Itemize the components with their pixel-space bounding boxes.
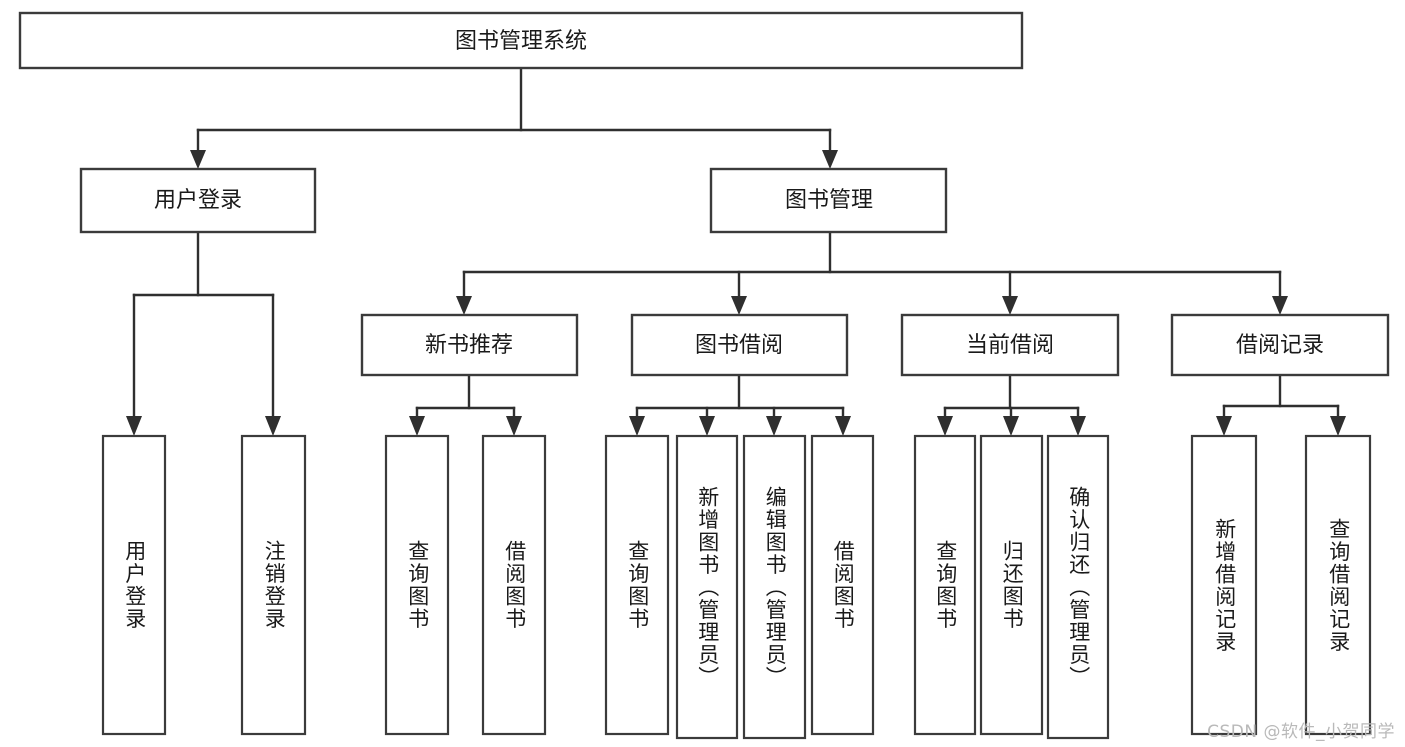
node-user-login[interactable] [79,167,317,234]
arrow-head-user-login [190,150,206,169]
connector-group-borrow-record-to-leaves [1216,373,1346,436]
arrow-head-leaf-borrow-book-1 [506,416,522,436]
node-leaf-borrow-book-2[interactable] [810,434,875,736]
node-current-borrow[interactable] [900,313,1120,377]
arrow-head-leaf-edit-book [766,416,782,436]
node-leaf-edit-book[interactable] [742,434,807,740]
label-borrow-record: 借阅记录 [1236,333,1324,358]
connector-group-current-borrow-to-leaves [937,373,1086,436]
node-leaf-add-book[interactable] [675,434,739,740]
arrow-head-leaf-query-record [1330,416,1346,436]
arrow-head-borrow-record [1272,296,1288,315]
arrow-head-leaf-confirm-return [1070,416,1086,436]
node-root[interactable] [18,11,1024,70]
label-current-borrow: 当前借阅 [966,333,1054,358]
node-borrow-record[interactable] [1170,313,1390,377]
label-new-book-recommend: 新书推荐 [425,333,513,358]
arrow-head-leaf-return-book [1003,416,1019,436]
connector-group-book-manage-to-level3 [456,230,1288,315]
arrow-head-leaf-query-book-1 [409,416,425,436]
connector-group-book-borrow-to-leaves [629,373,851,436]
node-leaf-borrow-book-1[interactable] [481,434,547,736]
arrow-head-leaf-query-book-2 [629,416,645,436]
csdn-watermark: CSDN @软件_小贺同学 [1207,722,1395,742]
arrow-head-leaf-query-book-3 [937,416,953,436]
arrow-head-book-manage [822,150,838,169]
arrow-head-book-borrow [731,296,747,315]
node-leaf-user-logout[interactable] [240,434,307,736]
arrow-head-new-book-recommend [456,296,472,315]
label-root: 图书管理系统 [455,29,587,54]
connector-group-root-to-level2 [190,66,838,169]
connector-group-user-login-to-leaves [126,230,281,436]
label-user-login: 用户登录 [154,188,242,213]
arrow-head-leaf-borrow-book-2 [835,416,851,436]
arrow-head-leaf-user-login [126,416,142,436]
node-leaf-confirm-return[interactable] [1046,434,1110,740]
arrow-head-leaf-add-book [699,416,715,436]
arrow-head-current-borrow [1002,296,1018,315]
arrow-head-leaf-add-record [1216,416,1232,436]
node-book-manage[interactable] [709,167,948,234]
node-leaf-query-book-3[interactable] [913,434,977,736]
node-leaf-user-login[interactable] [101,434,167,736]
arrow-head-leaf-user-logout [265,416,281,436]
label-book-borrow: 图书借阅 [695,333,783,358]
node-new-book-recommend[interactable] [360,313,579,377]
label-book-manage: 图书管理 [785,188,873,213]
node-book-borrow[interactable] [630,313,849,377]
node-leaf-add-record[interactable] [1190,434,1258,736]
node-leaf-query-record[interactable] [1304,434,1372,736]
node-leaf-query-book-2[interactable] [604,434,670,736]
node-leaf-return-book[interactable] [979,434,1044,736]
connector-group-new-book-recommend-to-leaves [409,373,522,436]
node-leaf-query-book-1[interactable] [384,434,450,736]
